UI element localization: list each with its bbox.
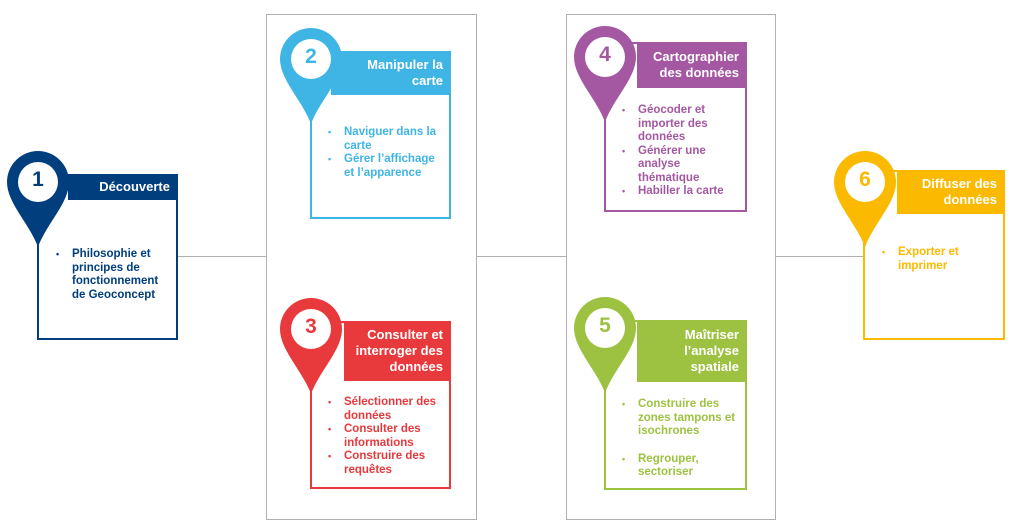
step-6-bullet: Exporter et imprimer (882, 246, 1000, 273)
connector-line-1-2 (178, 256, 266, 257)
map-pin-icon (834, 151, 896, 247)
step-6-number: 6 (859, 168, 871, 191)
step-1-pin: 1 (7, 151, 69, 247)
step-5-bullet: Construire des zones tampons et isochron… (622, 398, 744, 439)
step-5-number: 5 (599, 314, 611, 337)
step-4-number: 4 (599, 43, 611, 66)
step-1-number: 1 (32, 168, 44, 191)
map-pin-icon (280, 298, 342, 394)
step-2-number: 2 (305, 45, 317, 68)
step-6-bullets: Exporter et imprimer (882, 246, 1000, 273)
step-4-bullets: Géocoder et importer des données Générer… (622, 104, 742, 199)
step-1-bullets: Philosophie et principes de fonctionneme… (56, 248, 174, 302)
step-5-bullets: Construire des zones tampons et isochron… (622, 398, 744, 480)
step-3-number: 3 (305, 315, 317, 338)
map-pin-icon (574, 297, 636, 393)
step-2-pin: 2 (280, 28, 342, 124)
step-5-title: Maîtriser l’analyse spatiale (637, 320, 747, 382)
step-4-pin: 4 (574, 26, 636, 122)
step-4-bullet: Générer une analyse thématique (622, 145, 742, 186)
step-5-pin: 5 (574, 297, 636, 393)
step-2-bullet: Gérer l’affichage et l’apparence (328, 153, 446, 180)
step-3-bullet: Construire des requêtes (328, 450, 448, 477)
group-frame-left (266, 14, 477, 520)
step-6-pin: 6 (834, 151, 896, 247)
step-1-bullet: Philosophie et principes de fonctionneme… (56, 248, 174, 302)
map-pin-icon (280, 28, 342, 124)
step-6-title: Diffuser des données (897, 170, 1005, 214)
step-2-title: Manipuler la carte (331, 51, 451, 95)
map-pin-icon (574, 26, 636, 122)
step-3-pin: 3 (280, 298, 342, 394)
connector-line-4-6 (775, 256, 863, 257)
step-2-bullets: Naviguer dans la carte Gérer l’affichage… (328, 126, 446, 180)
step-1-title: Découverte (68, 174, 178, 200)
step-3-bullet: Sélectionner des données (328, 396, 448, 423)
step-2-bullet: Naviguer dans la carte (328, 126, 446, 153)
step-3-bullet: Consulter des informations (328, 423, 448, 450)
step-3-bullets: Sélectionner des données Consulter des i… (328, 396, 448, 477)
connector-line-2-4 (476, 256, 566, 257)
step-4-bullet: Habiller la carte (622, 185, 742, 199)
step-4-bullet: Géocoder et importer des données (622, 104, 742, 145)
map-pin-icon (7, 151, 69, 247)
step-5-bullet: Regrouper, sectoriser (622, 453, 744, 480)
group-frame-right (566, 14, 776, 520)
step-3-title: Consulter et interroger des données (344, 321, 451, 381)
step-4-title: Cartographier des données (637, 42, 747, 88)
